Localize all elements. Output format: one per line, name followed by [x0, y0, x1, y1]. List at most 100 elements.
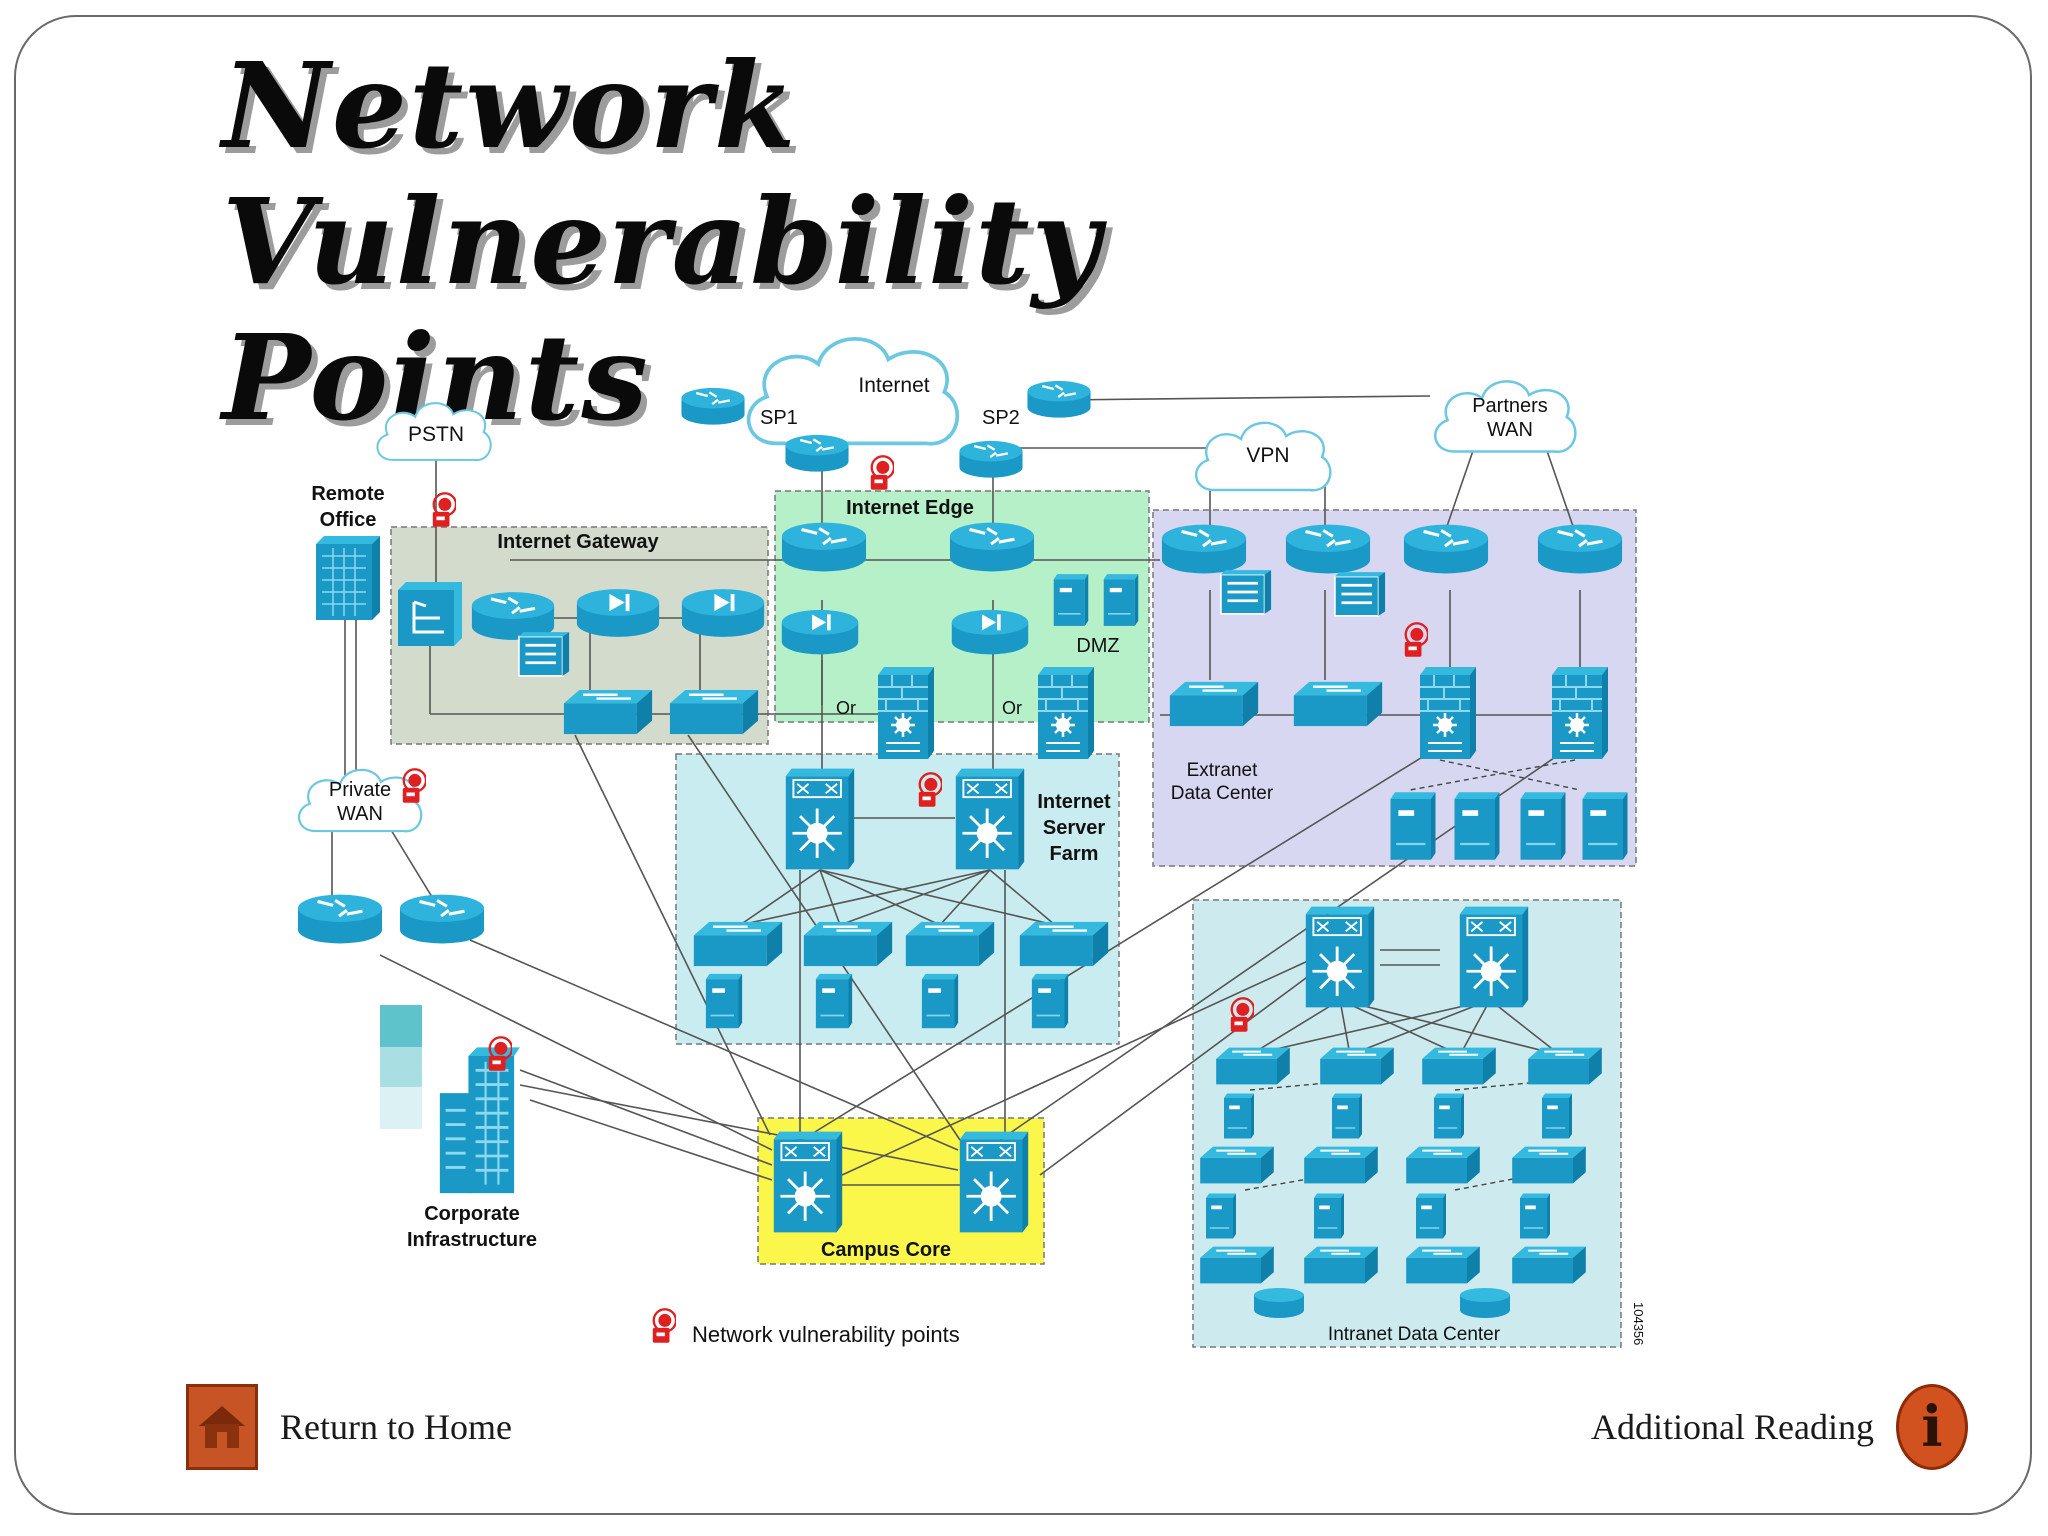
farm-server-3 — [920, 972, 960, 1030]
sp2-edge-router — [958, 439, 1024, 479]
campus-core-label: Campus Core — [821, 1239, 951, 1261]
extranet-label-2: Data Center — [1171, 783, 1274, 804]
edge-router-1 — [780, 520, 868, 574]
figure-id: 104356 — [1631, 1302, 1646, 1345]
intranet-server-7 — [1415, 1192, 1447, 1240]
sp2-label: SP2 — [982, 407, 1020, 429]
campus-core-switch-1 — [772, 1130, 844, 1234]
vpn-label: VPN — [1246, 444, 1289, 467]
farm-switch-2 — [802, 920, 894, 968]
intranet-switch-2 — [1319, 1046, 1395, 1086]
partners-wan-label: WAN — [1487, 419, 1533, 441]
private-wan-router-1 — [296, 892, 384, 946]
extranet-label-1: Extranet — [1187, 760, 1258, 781]
alarm-icon — [431, 492, 456, 528]
corporate-infrastructure-icon — [380, 1005, 522, 1195]
or-label-left: Or — [836, 698, 856, 718]
extranet-router-4 — [1536, 522, 1624, 576]
farm-server-1 — [704, 972, 744, 1030]
extranet-server-3 — [1519, 791, 1567, 861]
return-home-label: Return to Home — [280, 1407, 512, 1447]
farm-switch-1 — [692, 920, 784, 968]
intranet-server-1 — [1223, 1092, 1255, 1140]
gateway-switch-1 — [562, 688, 654, 736]
intranet-server-5 — [1205, 1192, 1237, 1240]
extranet-server-2 — [1453, 791, 1501, 861]
internet-edge-label: Internet Edge — [846, 497, 974, 519]
intranet-switch-4 — [1527, 1046, 1603, 1086]
alarm-icon — [869, 455, 894, 491]
corporate-label-1: Corporate — [424, 1203, 520, 1225]
intranet-switch-6 — [1303, 1145, 1379, 1185]
gateway-firewall-module-2 — [681, 589, 765, 637]
dmz-server-1 — [1052, 573, 1090, 627]
extranet-firewall-1 — [1418, 665, 1478, 761]
intranet-switch-1 — [1215, 1046, 1291, 1086]
server-farm-label-2: Server — [1043, 817, 1105, 839]
intranet-server-4 — [1541, 1092, 1573, 1140]
sp1-router — [680, 386, 746, 426]
extranet-ids-2 — [1333, 570, 1387, 618]
extranet-router-1 — [1160, 522, 1248, 576]
gateway-switch-2 — [668, 688, 760, 736]
extranet-server-4 — [1581, 791, 1629, 861]
extranet-switch-1 — [1168, 680, 1260, 728]
edge-firewall-module-2 — [951, 609, 1029, 655]
server-farm-label-3: Farm — [1050, 843, 1099, 865]
intranet-storage-2 — [1460, 1288, 1510, 1318]
farm-switch-4 — [1018, 920, 1110, 968]
slide-title: Network Vulnerability Points — [222, 38, 1672, 446]
additional-reading-button[interactable]: Additional Reading i — [1591, 1384, 1968, 1470]
farm-core-switch-1 — [784, 767, 856, 871]
gateway-device-icon — [398, 582, 462, 646]
extranet-ids-1 — [1219, 568, 1273, 616]
internet-gateway-label: Internet Gateway — [497, 531, 659, 553]
intranet-server-3 — [1433, 1092, 1465, 1140]
server-farm-zone — [675, 753, 1120, 1045]
edge-firewall-module-1 — [781, 609, 859, 655]
remote-office-building-icon — [316, 536, 380, 620]
intranet-core-switch-2 — [1458, 905, 1530, 1009]
intranet-switch-12 — [1511, 1245, 1587, 1285]
intranet-server-6 — [1313, 1192, 1345, 1240]
extranet-router-2 — [1284, 522, 1372, 576]
connection-lines — [331, 395, 1581, 1186]
intranet-server-8 — [1519, 1192, 1551, 1240]
intranet-server-2 — [1331, 1092, 1363, 1140]
alarm-icon — [401, 768, 426, 804]
sp2-router — [1026, 379, 1092, 419]
return-home-button[interactable]: Return to Home — [186, 1384, 512, 1470]
partners-label: Partners — [1472, 395, 1548, 417]
intranet-core-switch-1 — [1304, 905, 1376, 1009]
office-label: Office — [320, 509, 377, 531]
extranet-server-1 — [1389, 791, 1437, 861]
private-wan-label: WAN — [337, 803, 383, 825]
sp1-edge-router — [784, 433, 850, 473]
edge-router-2 — [948, 520, 1036, 574]
extranet-router-3 — [1402, 522, 1490, 576]
gateway-ids — [517, 630, 571, 678]
house-icon — [186, 1384, 258, 1470]
intranet-switch-9 — [1199, 1245, 1275, 1285]
gateway-firewall-module-1 — [576, 589, 660, 637]
private-label: Private — [329, 779, 391, 801]
dmz-server-2 — [1102, 573, 1140, 627]
intranet-switch-7 — [1405, 1145, 1481, 1185]
intranet-switch-11 — [1405, 1245, 1481, 1285]
intranet-switch-8 — [1511, 1145, 1587, 1185]
campus-core-switch-2 — [958, 1130, 1030, 1234]
remote-label: Remote — [311, 483, 384, 505]
intranet-label: Intranet Data Center — [1328, 1324, 1501, 1345]
extranet-firewall-2 — [1550, 665, 1610, 761]
pstn-label: PSTN — [408, 423, 464, 446]
private-wan-router-2 — [398, 892, 486, 946]
intranet-switch-10 — [1303, 1245, 1379, 1285]
sp1-label: SP1 — [760, 407, 798, 429]
internet-label: Internet — [858, 374, 929, 397]
farm-server-4 — [1030, 972, 1070, 1030]
info-icon: i — [1896, 1384, 1968, 1470]
dmz-label: DMZ — [1076, 635, 1119, 657]
or-label-right: Or — [1002, 698, 1022, 718]
edge-firewall-1 — [876, 665, 936, 761]
